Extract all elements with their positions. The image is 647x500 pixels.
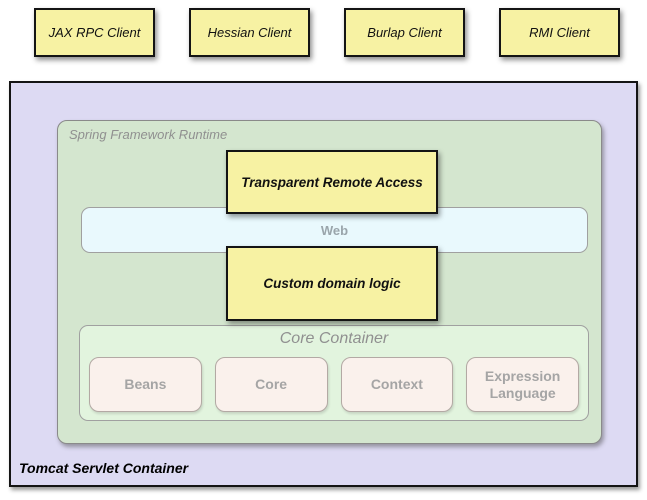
core-modules-row: Beans Core Context Expression Language xyxy=(89,357,579,412)
client-box-jax-rpc: JAX RPC Client xyxy=(34,8,155,57)
core-container-label: Core Container xyxy=(279,330,389,347)
tomcat-container-label: Tomcat Servlet Container xyxy=(19,460,189,476)
client-box-burlap: Burlap Client xyxy=(344,8,465,57)
module-box-core: Core xyxy=(214,357,328,412)
custom-domain-logic-box: Custom domain logic xyxy=(226,246,438,321)
module-box-expression-language: Expression Language xyxy=(466,357,579,412)
module-box-context: Context xyxy=(340,357,454,412)
core-container: Core Container Beans Core Context Expres… xyxy=(79,325,589,421)
client-box-rmi: RMI Client xyxy=(499,8,620,57)
spring-framework-runtime: Spring Framework Runtime Transparent Rem… xyxy=(57,120,602,444)
transparent-remote-access-box: Transparent Remote Access xyxy=(226,150,438,214)
client-box-hessian: Hessian Client xyxy=(189,8,310,57)
spring-runtime-label: Spring Framework Runtime xyxy=(69,127,228,142)
module-box-beans: Beans xyxy=(89,357,202,412)
tomcat-servlet-container: Spring Framework Runtime Transparent Rem… xyxy=(9,81,638,487)
